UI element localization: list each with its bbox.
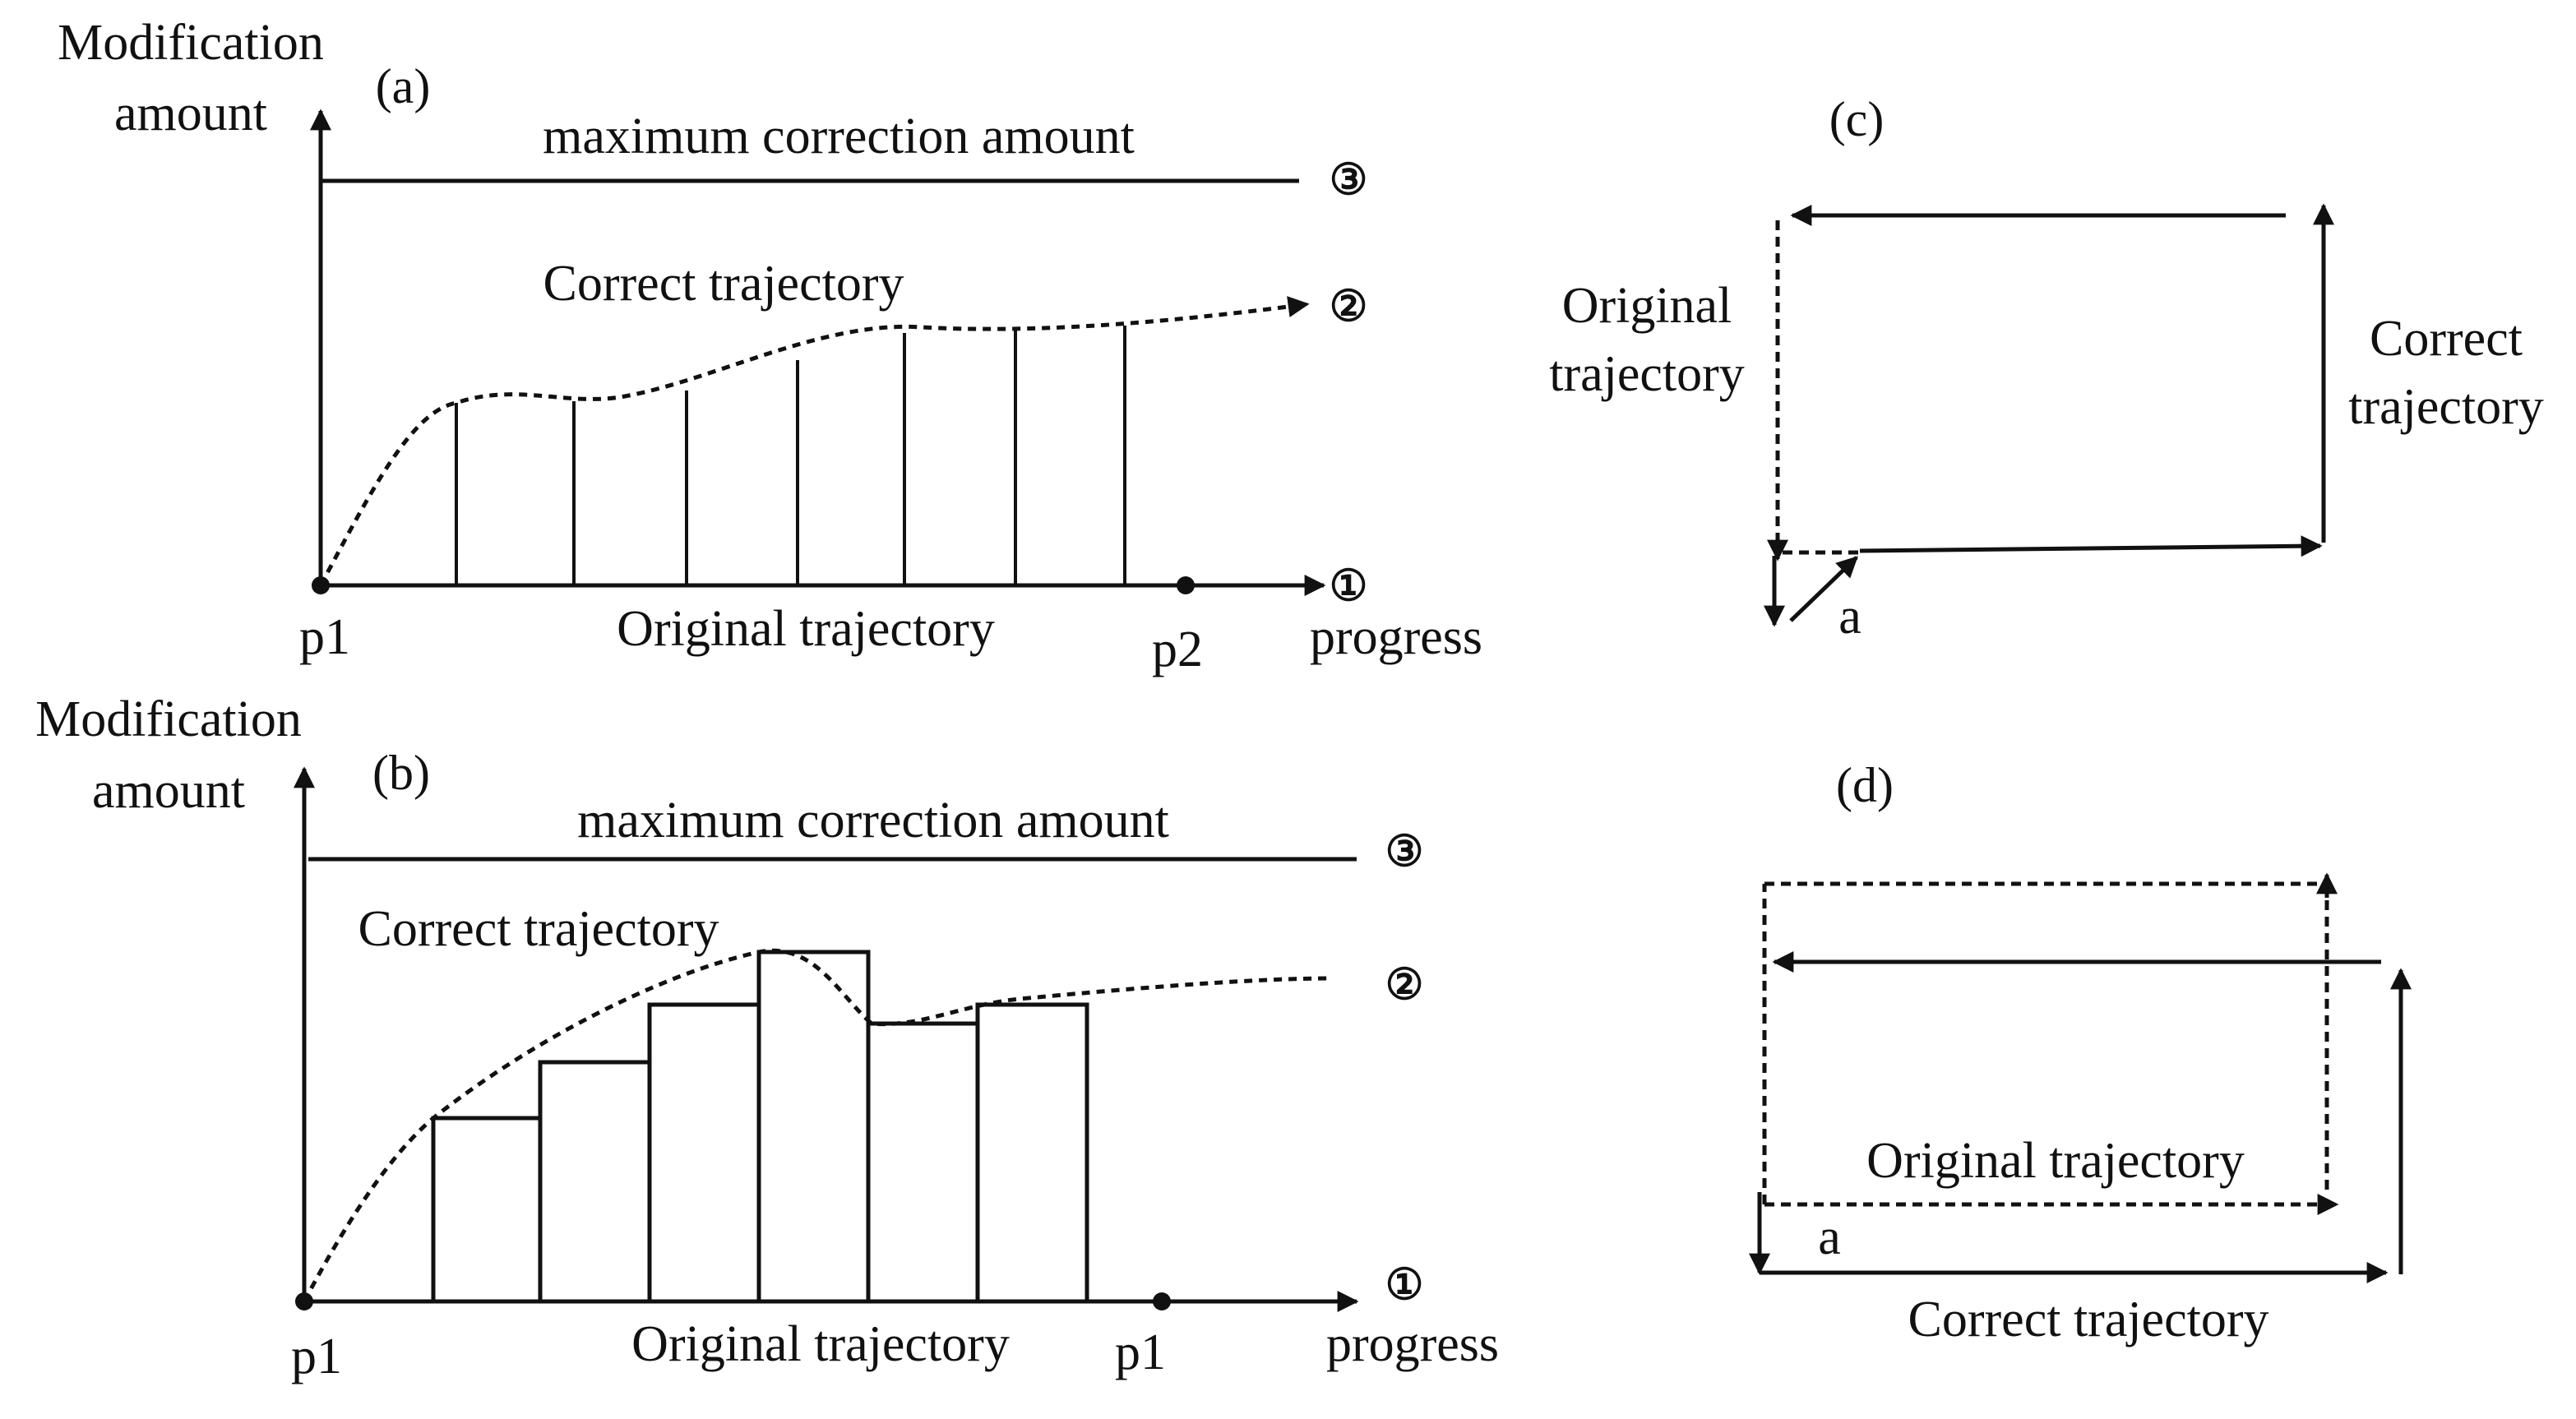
panel-b-marker-3: ③ [1385, 829, 1424, 876]
panel-a: Modification amount (a) maximum correcti… [58, 15, 1482, 677]
panel-b-original-label: Original trajectory [631, 1316, 1010, 1372]
panel-c-bottom-arrow [1859, 535, 2323, 557]
panel-a-tag: (a) [376, 59, 431, 113]
panel-c-offset-arrow [1789, 556, 1858, 622]
panel-b-step-5 [866, 1021, 980, 1304]
panel-b-max-label: maximum correction amount [577, 793, 1169, 848]
panel-a-max-label: maximum correction amount [543, 109, 1135, 164]
panel-b-y-label-line1: Modification [35, 691, 302, 747]
panel-c-correct-line1: Correct [2370, 311, 2523, 367]
panel-a-correct-curve [318, 296, 1310, 587]
panel-a-p1-label: p1 [299, 609, 350, 665]
panel-a-y-label-line1: Modification [58, 15, 324, 71]
panel-c-original-line2: trajectory [1549, 346, 1745, 402]
panel-a-y-label-line2: amount [114, 86, 267, 141]
panel-b: Modification amount (b) maximum correcti… [35, 691, 1499, 1384]
panel-c-original-line1: Original [1562, 278, 1732, 334]
panel-a-p2-label: p2 [1152, 622, 1203, 677]
panel-a-marker-3: ③ [1330, 157, 1368, 204]
panel-b-step-3 [647, 1002, 761, 1304]
panel-b-step-1 [431, 1116, 543, 1304]
panel-a-marker-2: ② [1330, 284, 1368, 330]
panel-b-p1-end-dot [1153, 1292, 1171, 1310]
panel-b-y-label-line2: amount [92, 763, 245, 819]
panel-b-correct-curve [302, 948, 1333, 1303]
panel-a-marker-1: ① [1330, 563, 1368, 610]
panel-b-step-4 [756, 950, 871, 1304]
panel-a-x-label: progress [1310, 609, 1482, 665]
panel-d-correct-label: Correct trajectory [1908, 1292, 2269, 1347]
panel-c-offset-label: a [1838, 589, 1861, 645]
panel-c: (c) a Original trajectory Correct trajec… [1549, 92, 2544, 645]
panel-b-x-label: progress [1326, 1316, 1499, 1372]
panel-c-tag: (c) [1829, 92, 1885, 146]
panel-b-step-6 [975, 1002, 1089, 1304]
panel-b-p1-end-label: p1 [1115, 1324, 1166, 1380]
panel-d-tag: (d) [1836, 758, 1894, 812]
panel-b-correct-label: Correct trajectory [358, 901, 719, 957]
panel-c-correct-line2: trajectory [2348, 379, 2544, 435]
panel-d-offset-label: a [1818, 1209, 1841, 1265]
panel-b-step-2 [538, 1060, 652, 1304]
panel-a-correct-label: Correct trajectory [543, 256, 904, 312]
panel-d: (d) Original trajectory a Correct trajec… [1749, 758, 2412, 1347]
panel-b-p1-label: p1 [291, 1329, 342, 1384]
panel-a-p2-dot [1177, 576, 1195, 594]
panel-a-original-label: Original trajectory [617, 601, 995, 657]
panel-b-tag: (b) [372, 746, 430, 800]
panel-b-marker-1: ① [1385, 1262, 1424, 1309]
panel-b-marker-2: ② [1385, 962, 1424, 1009]
panel-d-original-label: Original trajectory [1866, 1133, 2245, 1189]
